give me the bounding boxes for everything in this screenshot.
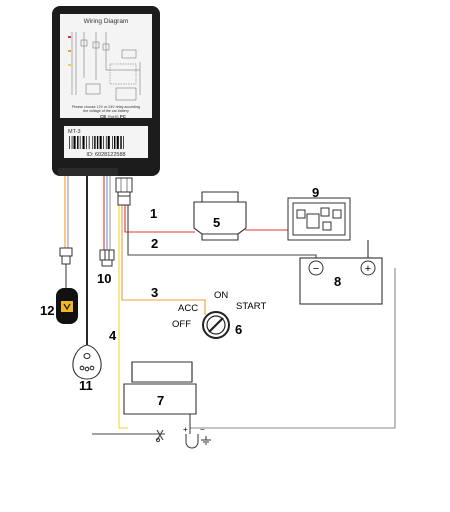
battery-minus-sign: − (313, 263, 319, 275)
callout-labels: 1 2 3 4 5 6 7 8 9 10 11 12 (40, 185, 341, 408)
connector-10 (99, 249, 115, 267)
barcode-bar (103, 136, 104, 149)
barcode-bar (79, 136, 81, 149)
barcode-bar (99, 136, 102, 149)
callout-4: 4 (109, 328, 117, 343)
barcode (69, 136, 124, 149)
barcode-bar (71, 136, 73, 149)
main-harness-connector (115, 177, 133, 206)
ground-symbol (185, 434, 211, 449)
cut-off-relay-box (123, 361, 197, 415)
callout-3: 3 (151, 285, 158, 300)
callout-8: 8 (334, 274, 341, 289)
barcode-bar (123, 136, 124, 149)
callout-2: 2 (151, 236, 158, 251)
sticker-title: Wiring Diagram (84, 18, 129, 25)
ignition-on-label: ON (214, 290, 228, 301)
callout-7: 7 (157, 393, 164, 408)
barcode-bar (88, 136, 90, 149)
barcode-bar (92, 136, 94, 149)
wire-3-orange (121, 205, 206, 315)
battery: − + (299, 257, 383, 305)
ignition-acc-label: ACC (178, 303, 198, 314)
callout-9: 9 (312, 185, 319, 200)
model-label: MT-3 (68, 129, 81, 135)
callout-5: 5 (213, 215, 220, 230)
harness-grommet (58, 168, 118, 176)
barcode-bar (112, 136, 113, 149)
sticker-note-1: Please choose 12V or 24V relay according (72, 105, 140, 109)
device-id: ID: 6028122588 (86, 152, 125, 158)
barcode-bar (77, 136, 79, 149)
relay (287, 197, 351, 241)
gps-tracker-device: Wiring Diagram Please choose 12V or 24V … (52, 6, 160, 176)
key-fob-remote (72, 344, 102, 380)
relay-plus-terminal: + (183, 425, 188, 434)
barcode-bar (96, 136, 99, 149)
barcode-bar (94, 136, 96, 149)
barcode-bar (107, 136, 110, 149)
relay-minus-terminal: − (200, 425, 205, 434)
ignition-start-label: START (236, 301, 266, 312)
ce-mark: CE (100, 114, 106, 119)
callout-11: 11 (79, 378, 93, 393)
wire-1-red (124, 205, 195, 233)
barcode-bar (69, 136, 70, 149)
callout-10: 10 (97, 271, 111, 286)
battery-plus-terminal (360, 260, 376, 276)
wire-4-yellow (118, 205, 128, 429)
wires (64, 172, 396, 435)
barcode-bar (73, 136, 76, 149)
relay-cut-switch-symbol (155, 429, 164, 443)
callout-1: 1 (150, 206, 157, 221)
rohs-mark: RoHS (108, 114, 119, 119)
sticker-schematic (71, 32, 141, 101)
connector-12 (59, 247, 73, 288)
battery-plus-sign: + (365, 263, 371, 275)
barcode-bar (116, 136, 119, 149)
fuse-holder (193, 191, 247, 241)
ignition-off-label: OFF (172, 319, 191, 330)
battery-minus-terminal (308, 260, 324, 276)
wire-gray-right (190, 268, 396, 429)
fcc-mark: FC (120, 114, 127, 119)
sticker-note-2: the voltage of the car battery (83, 109, 129, 113)
barcode-bar (105, 136, 107, 149)
barcode-bar (86, 136, 87, 149)
sticker-color-marks (68, 36, 71, 66)
callout-12: 12 (40, 303, 54, 318)
barcode-bar (82, 136, 85, 149)
barcode-bar (120, 136, 122, 149)
callout-6: 6 (235, 322, 242, 337)
ignition-switch (202, 311, 230, 339)
barcode-bar (114, 136, 116, 149)
sos-button (56, 288, 78, 324)
